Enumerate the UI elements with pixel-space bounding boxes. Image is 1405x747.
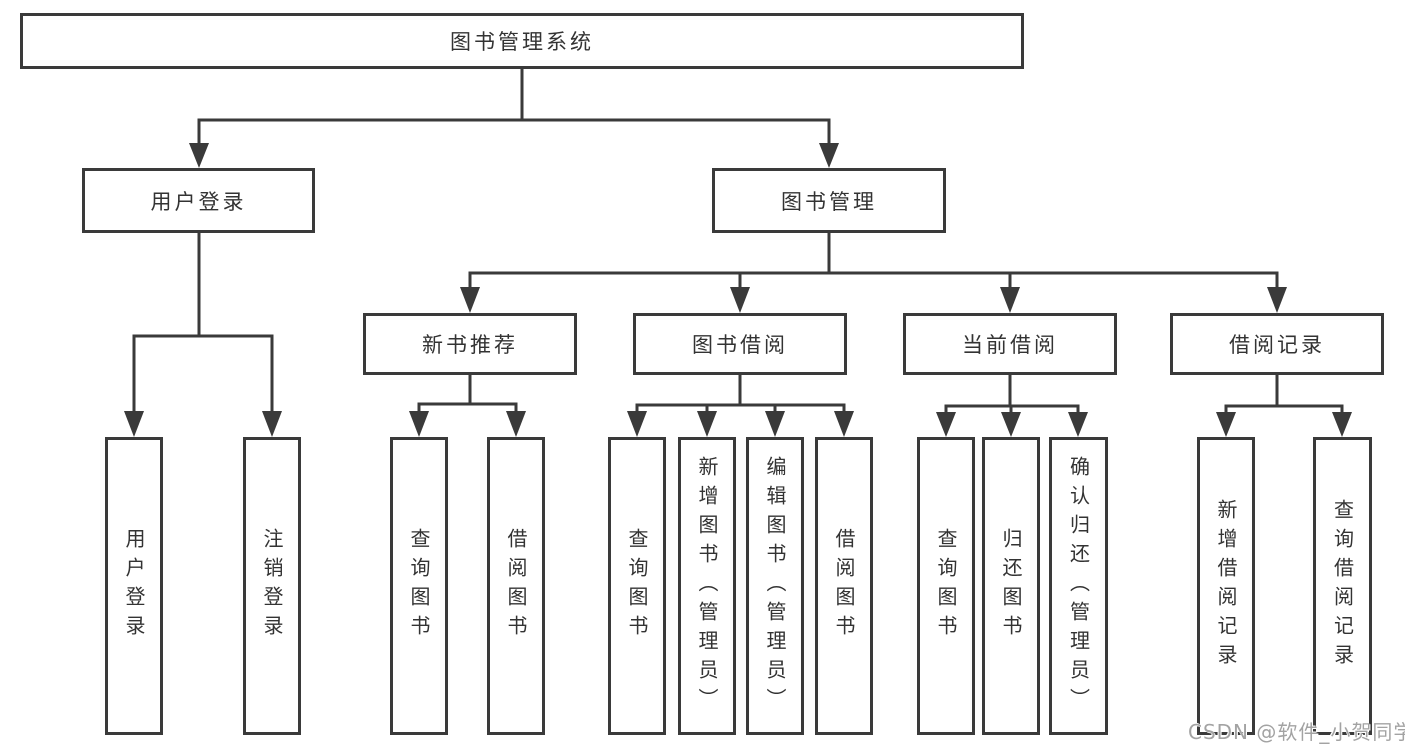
node-borrow-records: 借阅记录	[1170, 313, 1384, 375]
leaf-logout: 注销登录	[243, 437, 301, 735]
leaf-add-books-admin-label: 新增图书（管理员）	[695, 455, 719, 717]
node-user-login-label: 用户登录	[150, 189, 247, 214]
leaf-user-login-label: 用户登录	[122, 528, 146, 644]
leaf-edit-books-admin: 编辑图书（管理员）	[746, 437, 804, 735]
leaf-query-books-recommend: 查询图书	[390, 437, 448, 735]
node-current-borrow-label: 当前借阅	[962, 333, 1058, 357]
node-book-management-label: 图书管理	[781, 189, 877, 214]
watermark: CSDN @软件_小贺同学	[1188, 720, 1405, 744]
leaf-borrow-books-recommend-label: 借阅图书	[504, 528, 528, 644]
leaf-return-books: 归还图书	[982, 437, 1040, 735]
node-user-login: 用户登录	[82, 168, 315, 233]
leaf-query-books-recommend-label: 查询图书	[407, 528, 431, 644]
node-book-borrow: 图书借阅	[633, 313, 847, 375]
node-new-book-recommend-label: 新书推荐	[422, 333, 518, 357]
leaf-query-borrow-record-label: 查询借阅记录	[1330, 499, 1355, 673]
node-book-management: 图书管理	[712, 168, 946, 233]
leaf-add-borrow-record: 新增借阅记录	[1197, 437, 1255, 735]
leaf-user-login: 用户登录	[105, 437, 163, 735]
node-library-system-label: 图书管理系统	[450, 30, 594, 54]
node-library-system: 图书管理系统	[20, 13, 1024, 69]
leaf-query-books-borrow-label: 查询图书	[625, 528, 649, 644]
leaf-query-borrow-record: 查询借阅记录	[1313, 437, 1372, 735]
leaf-add-borrow-record-label: 新增借阅记录	[1214, 499, 1238, 673]
node-borrow-records-label: 借阅记录	[1229, 333, 1325, 357]
leaf-add-books-admin: 新增图书（管理员）	[678, 437, 736, 735]
leaf-confirm-return-admin-label: 确认归还（管理员）	[1066, 455, 1091, 717]
leaf-borrow-books-label: 借阅图书	[832, 528, 856, 644]
leaf-query-books-current-label: 查询图书	[934, 528, 958, 644]
leaf-query-books-borrow: 查询图书	[608, 437, 666, 735]
leaf-logout-label: 注销登录	[260, 528, 284, 644]
leaf-return-books-label: 归还图书	[999, 528, 1023, 644]
leaf-borrow-books-recommend: 借阅图书	[487, 437, 545, 735]
node-book-borrow-label: 图书借阅	[692, 333, 788, 357]
leaf-edit-books-admin-label: 编辑图书（管理员）	[763, 455, 787, 717]
leaf-query-books-current: 查询图书	[917, 437, 975, 735]
leaf-confirm-return-admin: 确认归还（管理员）	[1049, 437, 1108, 735]
leaf-borrow-books: 借阅图书	[815, 437, 873, 735]
node-current-borrow: 当前借阅	[903, 313, 1117, 375]
node-new-book-recommend: 新书推荐	[363, 313, 577, 375]
